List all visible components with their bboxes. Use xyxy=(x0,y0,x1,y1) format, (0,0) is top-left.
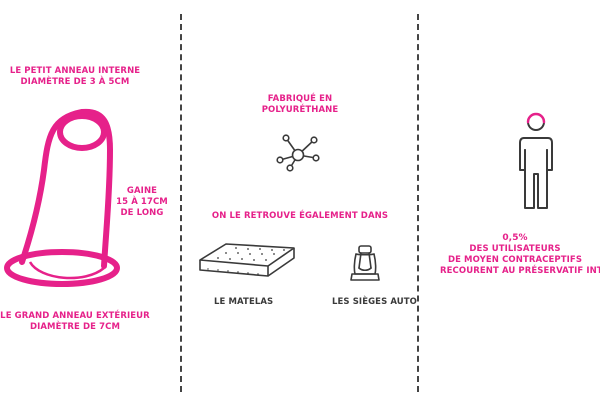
column-divider-left xyxy=(180,14,182,392)
also-found-in-label: on le retrouve également dans xyxy=(211,211,389,221)
material-label: fabriqué en polyuréthane xyxy=(261,94,339,115)
sheath-label: gaine 15 à 17cm de long xyxy=(116,186,168,218)
usage-stat: 0,5% des utilisateurs de moyen contracep… xyxy=(440,233,600,276)
car-seat-icon xyxy=(350,245,380,281)
mattress-icon xyxy=(199,243,295,277)
person-icon xyxy=(519,112,553,209)
outer-ring-label: Le grand anneau extérieur diamètre de 7c… xyxy=(0,311,150,332)
car-seat-label: les sièges auto xyxy=(332,297,418,307)
column-divider-right xyxy=(417,14,419,392)
usage-percentage: 0,5% xyxy=(502,233,528,243)
molecule-icon xyxy=(276,134,320,172)
mattress-label: le matelas xyxy=(214,297,274,307)
inner-ring-label: Le petit anneau interne diamètre de 3 à … xyxy=(9,66,141,87)
